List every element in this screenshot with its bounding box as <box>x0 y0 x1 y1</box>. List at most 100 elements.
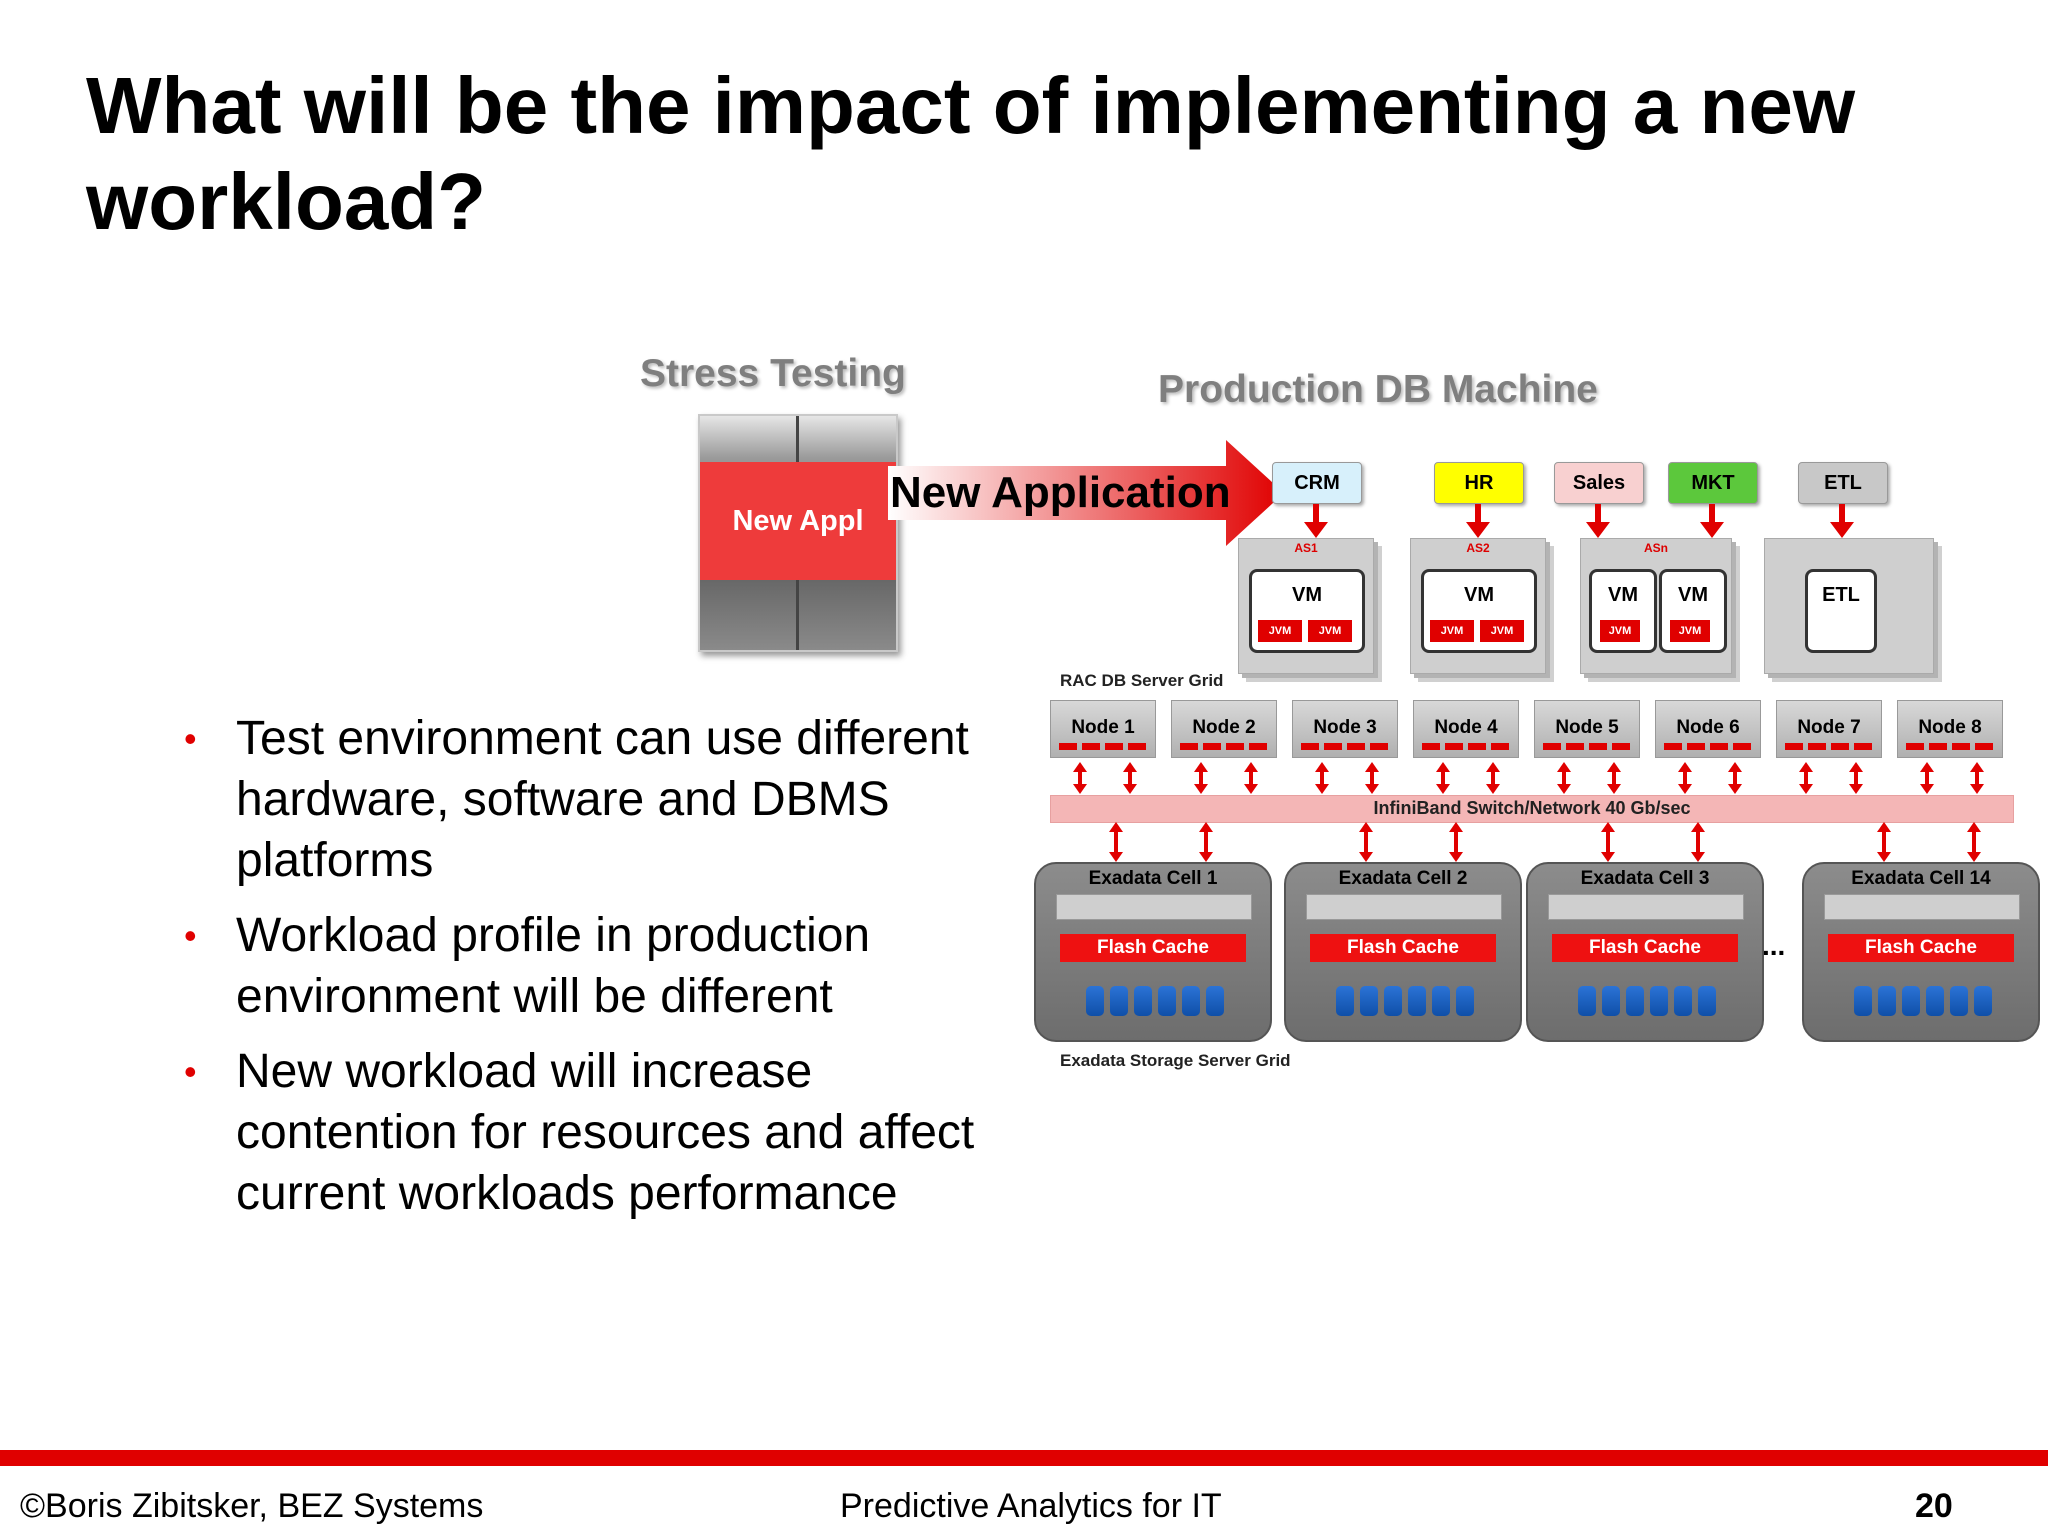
node-label: Node 7 <box>1797 717 1861 738</box>
arrow-head-down <box>1359 852 1373 862</box>
vm-label: VM <box>1292 584 1322 606</box>
node-port <box>1105 743 1123 750</box>
arrow-shaft <box>1696 831 1700 853</box>
node-port <box>1128 743 1146 750</box>
node-port <box>1687 743 1705 750</box>
node-port <box>1733 743 1751 750</box>
cell-label: Exadata Cell 2 <box>1338 868 1468 889</box>
arrow-head-down <box>1244 784 1258 794</box>
footer-copyright: ©Boris Zibitsker, BEZ Systems <box>20 1487 484 1525</box>
node-port <box>1566 743 1584 750</box>
jvm-box: JVM <box>1600 620 1640 642</box>
disk-icon <box>1974 986 1992 1016</box>
arrow-head-up <box>1365 762 1379 772</box>
node-port <box>1347 743 1365 750</box>
arrow-shaft <box>1882 831 1886 853</box>
node-port <box>1831 743 1849 750</box>
app-server-label: ASn <box>1644 541 1668 555</box>
arrow-shaft <box>1683 771 1687 785</box>
arrow-shaft <box>1925 771 1929 785</box>
node-port <box>1929 743 1947 750</box>
arrow-head-up <box>1691 822 1705 832</box>
app-server-panel: ETL <box>1764 538 1934 674</box>
node-port <box>1445 743 1463 750</box>
arrow-shaft <box>1606 831 1610 853</box>
jvm-box: JVM <box>1480 620 1524 642</box>
jvm-box: JVM <box>1430 620 1474 642</box>
arrow-shaft <box>1975 771 1979 785</box>
node-port <box>1203 743 1221 750</box>
disk-icon <box>1698 986 1716 1016</box>
infiniband-switch: InfiniBand Switch/Network 40 Gb/sec <box>1050 795 2014 823</box>
arrow-head-down <box>1678 784 1692 794</box>
disk-icon <box>1206 986 1224 1016</box>
arrow-shaft <box>1709 504 1715 524</box>
switch-label: InfiniBand Switch/Network 40 Gb/sec <box>1373 798 1691 818</box>
arrow-shaft <box>1204 831 1208 853</box>
arrow-head-up <box>1920 762 1934 772</box>
vm-box: ETL <box>1805 569 1877 653</box>
node-port <box>1249 743 1267 750</box>
arrow-head-down <box>1194 784 1208 794</box>
bullet-icon: • <box>184 1051 197 1092</box>
disk-icon <box>1854 986 1872 1016</box>
arrow-shaft <box>1313 504 1319 524</box>
arrow-head <box>1304 522 1328 538</box>
arrow-head-up <box>1970 762 1984 772</box>
arrow-head-down <box>1799 784 1813 794</box>
vm-label: VM <box>1464 584 1494 606</box>
arrow-head-down <box>1728 784 1742 794</box>
disk-icon <box>1456 986 1474 1016</box>
node-ports <box>1543 743 1630 750</box>
disk-icon <box>1158 986 1176 1016</box>
disk-icon <box>1408 986 1426 1016</box>
arrow-shaft <box>1491 771 1495 785</box>
arrow-head-up <box>1359 822 1373 832</box>
cell-tray <box>1824 894 2020 920</box>
arrow-shaft <box>1972 831 1976 853</box>
arrow-head-up <box>1244 762 1258 772</box>
db-node: Node 1 <box>1050 700 1156 758</box>
footer-accent-bar <box>0 1450 2048 1466</box>
bullet-text: New workload will increase contention fo… <box>236 1045 975 1220</box>
flash-cache-bar: Flash Cache <box>1060 934 1246 962</box>
arrow-shaft <box>1562 771 1566 785</box>
arrow-head-down <box>1436 784 1450 794</box>
new-application-arrow <box>888 440 1284 546</box>
node-port <box>1589 743 1607 750</box>
arrow-shaft <box>1078 771 1082 785</box>
disk-icon <box>1626 986 1644 1016</box>
footer-title: Predictive Analytics for IT <box>840 1487 1222 1525</box>
arrow-head-up <box>1199 822 1213 832</box>
page-number: 20 <box>1915 1487 1953 1525</box>
arrow-head-up <box>1436 762 1450 772</box>
db-node: Node 7 <box>1776 700 1882 758</box>
arrow-head-down <box>1073 784 1087 794</box>
disk-group <box>1086 986 1224 1016</box>
arrow-shaft <box>1370 771 1374 785</box>
arrow-shaft <box>1595 504 1601 524</box>
disk-icon <box>1086 986 1104 1016</box>
node-label: Node 1 <box>1071 717 1135 738</box>
bullet-icon: • <box>184 915 197 956</box>
cell-tray <box>1306 894 1502 920</box>
node-ports <box>1059 743 1146 750</box>
node-port <box>1180 743 1198 750</box>
disk-icon <box>1384 986 1402 1016</box>
db-node: Node 2 <box>1171 700 1277 758</box>
arrow-head-up <box>1849 762 1863 772</box>
arrow-head-up <box>1109 822 1123 832</box>
arrow-head-down <box>1970 784 1984 794</box>
vm-label: VM <box>1678 584 1708 606</box>
arrow-head-down <box>1365 784 1379 794</box>
arrow-head <box>1466 522 1490 538</box>
arrow-head-up <box>1315 762 1329 772</box>
arrow-head <box>1700 522 1724 538</box>
disk-icon <box>1182 986 1200 1016</box>
arrow-head-up <box>1967 822 1981 832</box>
